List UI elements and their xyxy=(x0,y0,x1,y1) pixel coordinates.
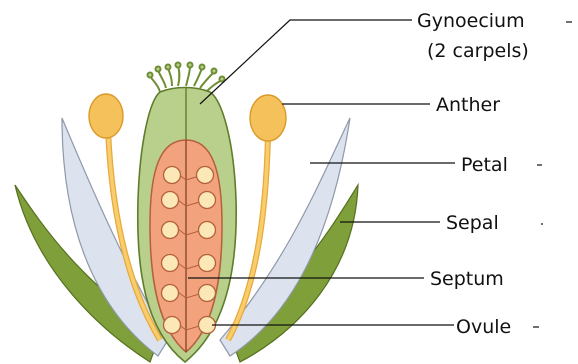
ovule xyxy=(162,285,179,302)
right-anther xyxy=(250,95,286,141)
gynoecium xyxy=(138,63,236,363)
ovule xyxy=(197,167,214,184)
ovule xyxy=(199,222,216,239)
ovule xyxy=(164,167,181,184)
ovule xyxy=(199,255,216,272)
ovule xyxy=(164,317,181,334)
ovule xyxy=(199,285,216,302)
ovule-label: Ovule xyxy=(456,316,511,338)
gynoecium-leader xyxy=(200,20,412,104)
ovule xyxy=(162,222,179,239)
ovule xyxy=(199,192,216,209)
septum-label: Septum xyxy=(430,268,504,290)
ovule xyxy=(162,192,179,209)
sepal-label: Sepal xyxy=(446,212,499,234)
labels: Gynoecium (2 carpels) Anther Petal Sepal… xyxy=(417,10,529,338)
petal-label: Petal xyxy=(461,154,508,176)
leader-lines xyxy=(188,20,572,327)
gynoecium-label: Gynoecium xyxy=(417,10,525,32)
left-anther xyxy=(89,94,123,138)
ovule xyxy=(162,255,179,272)
anther-label: Anther xyxy=(436,94,500,116)
gynoecium-sublabel: (2 carpels) xyxy=(427,40,529,62)
